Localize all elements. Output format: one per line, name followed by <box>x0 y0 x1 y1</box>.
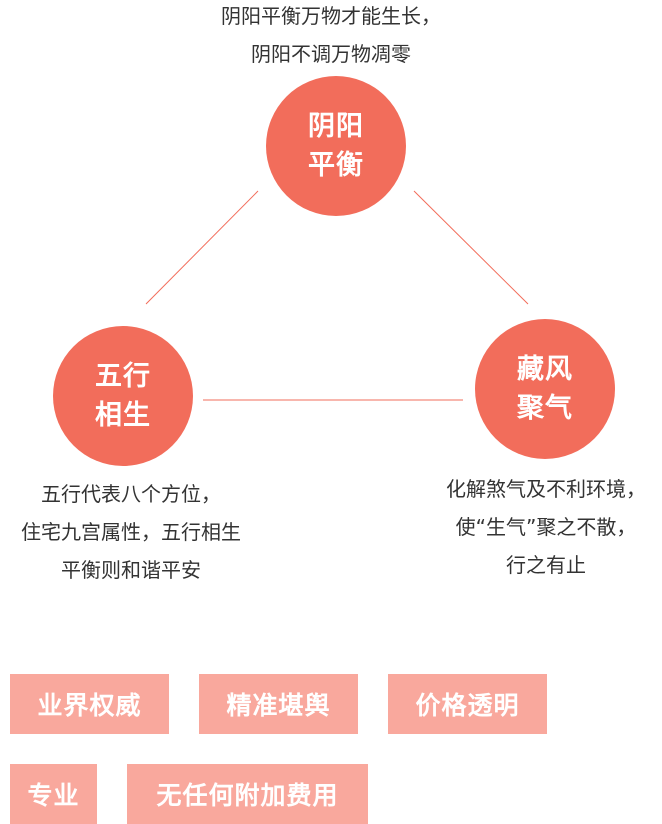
top-caption-line: 阴阳平衡万物才能生长， <box>221 4 441 28</box>
right-caption: 化解煞气及不利环境， 使“生气”聚之不散， 行之有止 <box>430 470 662 584</box>
tag-industry-authority: 业界权威 <box>10 674 169 734</box>
circle-label: 阴阳 <box>308 111 364 142</box>
right-caption-line: 化解煞气及不利环境， <box>446 477 646 501</box>
connector-top-left <box>145 190 259 305</box>
circle-five-elements: 五行 相生 <box>53 326 193 466</box>
left-caption-line: 住宅九宫属性，五行相生 <box>21 520 241 544</box>
circle-label: 五行 <box>95 361 151 392</box>
left-caption-line: 平衡则和谐平安 <box>61 558 201 582</box>
top-caption-line: 阴阳不调万物凋零 <box>251 42 411 66</box>
tag-no-extra-fees: 无任何附加费用 <box>127 764 368 824</box>
left-caption: 五行代表八个方位， 住宅九宫属性，五行相生 平衡则和谐平安 <box>0 475 262 589</box>
circle-label: 聚气 <box>517 393 573 424</box>
connector-top-right <box>413 190 529 305</box>
left-caption-line: 五行代表八个方位， <box>41 482 221 506</box>
right-caption-line: 行之有止 <box>506 553 586 577</box>
circle-feng-shui: 藏风 聚气 <box>475 319 615 459</box>
circle-label: 相生 <box>95 400 151 431</box>
circle-label: 藏风 <box>517 354 573 385</box>
circle-label: 平衡 <box>308 150 364 181</box>
tag-professional: 专业 <box>10 764 97 824</box>
tag-transparent-price: 价格透明 <box>388 674 547 734</box>
tag-accurate-survey: 精准堪舆 <box>199 674 358 734</box>
circle-yin-yang: 阴阳 平衡 <box>266 76 406 216</box>
right-caption-line: 使“生气”聚之不散， <box>455 515 637 539</box>
top-caption: 阴阳平衡万物才能生长， 阴阳不调万物凋零 <box>0 0 662 73</box>
